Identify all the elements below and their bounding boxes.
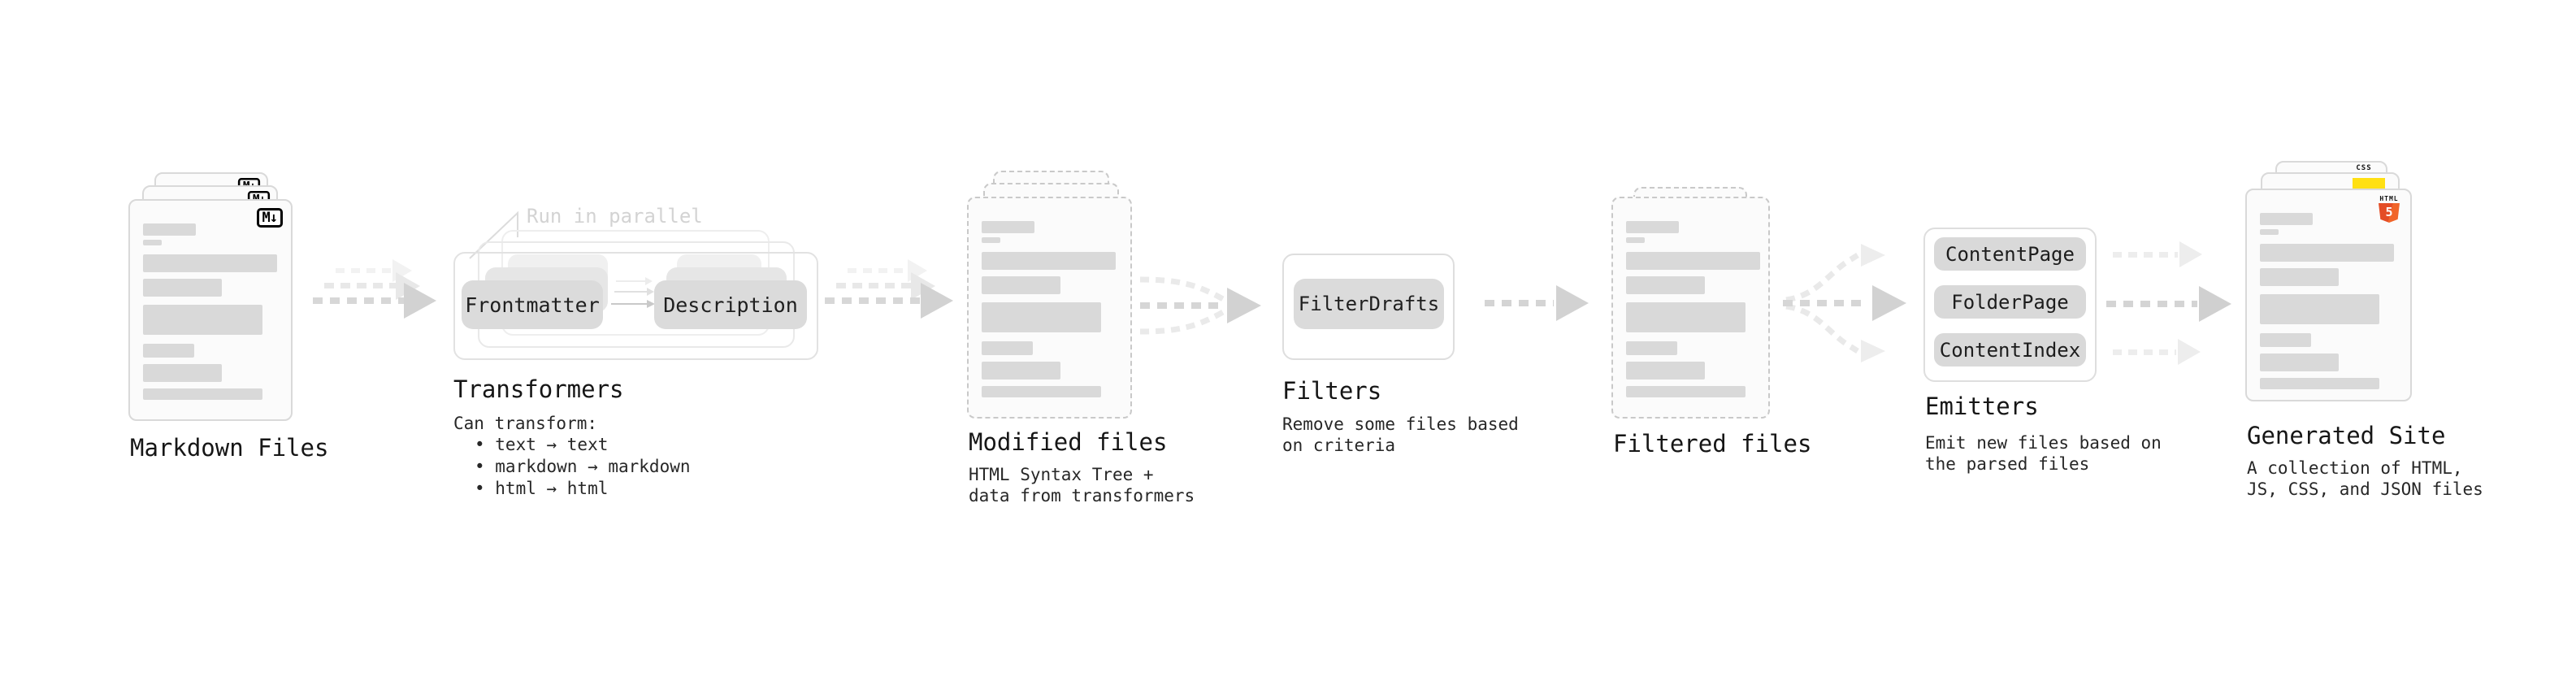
emitters-subtitle: Emit new files based on the parsed files (1925, 432, 2162, 475)
subtitle-line: the parsed files (1925, 454, 2090, 474)
generated-file-card-front: HTML 5 (2245, 189, 2412, 401)
subtitle-line: HTML Syntax Tree + (969, 465, 1154, 484)
javascript-icon (2353, 178, 2385, 191)
bullet-item: • text → text (475, 435, 609, 454)
description-box: Description (654, 280, 807, 329)
css-icon-label: CSS (2356, 164, 2372, 172)
html5-icon: HTML 5 (2376, 195, 2402, 223)
emitters-title: Emitters (1925, 393, 2039, 420)
subtitle-line: Emit new files based on (1925, 433, 2162, 453)
markdown-file-card-front: M↓ (128, 199, 293, 421)
document-text-placeholder (1626, 221, 1760, 397)
filterdrafts-box: FilterDrafts (1294, 279, 1444, 329)
modified-files-subtitle: HTML Syntax Tree + data from transformer… (969, 464, 1195, 506)
small-arrow-icon (616, 277, 655, 285)
subtitle-line: JS, CSS, and JSON files (2247, 479, 2483, 499)
dashed-arrow-icon (313, 283, 443, 319)
frontmatter-box: Frontmatter (462, 280, 603, 329)
transformer-frame-front (453, 252, 818, 360)
html5-shield-icon: 5 (2379, 203, 2400, 223)
arrow-filters-to-filtered (1485, 285, 1590, 321)
contentindex-box: ContentIndex (1934, 333, 2086, 367)
arrow-markdown-to-transformers (313, 247, 451, 328)
document-text-placeholder (143, 223, 277, 400)
dashed-arrow-light-icon (2113, 339, 2206, 365)
modified-file-card-front (967, 197, 1132, 419)
dashed-arrow-icon (825, 283, 955, 319)
filters-subtitle: Remove some files based on criteria (1282, 414, 1519, 456)
modified-files-title: Modified files (969, 428, 1168, 456)
generated-site-subtitle: A collection of HTML, JS, CSS, and JSON … (2247, 458, 2483, 500)
markdown-files-title: Markdown Files (130, 434, 329, 462)
transformers-bullet-list: • text → text • markdown → markdown • ht… (453, 434, 691, 500)
contentpage-box: ContentPage (1934, 237, 2086, 271)
small-arrow-icon (614, 288, 657, 296)
arrow-modified-to-filters (1139, 276, 1261, 335)
arrow-filtered-to-emitters (1783, 244, 1906, 362)
bullet-item: • markdown → markdown (475, 457, 691, 476)
markdown-icon: M↓ (256, 208, 283, 228)
filtered-files-title: Filtered files (1613, 430, 1812, 458)
filtered-file-card-front (1611, 197, 1770, 419)
folderpage-box: FolderPage (1934, 285, 2086, 319)
filters-title: Filters (1282, 377, 1382, 405)
dashed-arrow-light-icon (2113, 241, 2206, 267)
document-text-placeholder (2260, 213, 2394, 389)
transformers-title: Transformers (453, 375, 624, 403)
html5-icon-label: HTML (2379, 195, 2399, 202)
small-arrow-icon (611, 300, 657, 308)
subtitle-line: data from transformers (969, 486, 1195, 505)
generated-site-title: Generated Site (2247, 422, 2446, 449)
transformers-description: Can transform: (453, 414, 598, 433)
arrow-transformers-to-modified (825, 247, 963, 328)
dashed-arrow-icon (2106, 286, 2236, 322)
run-in-parallel-annotation: Run in parallel (527, 205, 703, 228)
document-text-placeholder (982, 221, 1116, 397)
bullet-item: • html → html (475, 479, 609, 498)
subtitle-line: on criteria (1282, 436, 1396, 455)
subtitle-line: A collection of HTML, (2247, 458, 2463, 478)
subtitle-line: Remove some files based (1282, 414, 1519, 434)
